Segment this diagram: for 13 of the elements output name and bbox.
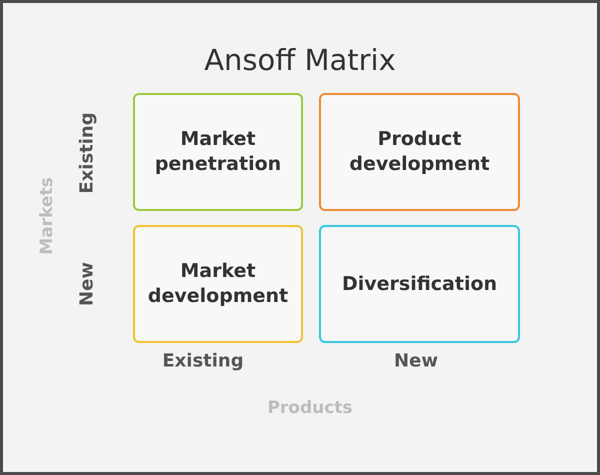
quadrant-label: Market development [146, 259, 290, 309]
axis-label: Existing [162, 350, 244, 372]
axis-label: New [394, 350, 438, 372]
quadrant-label: Product development [348, 127, 491, 177]
quadrant-label: Diversification [342, 272, 498, 296]
quadrant-label: Market penetration [154, 127, 282, 177]
axis-label: Existing [76, 112, 98, 194]
quadrant-box [319, 93, 520, 211]
title: Ansoff Matrix [203, 43, 397, 77]
axis-label: New [76, 262, 98, 306]
quadrant-box [133, 225, 303, 343]
quadrant-box [319, 225, 520, 343]
quadrant-box [133, 93, 303, 211]
